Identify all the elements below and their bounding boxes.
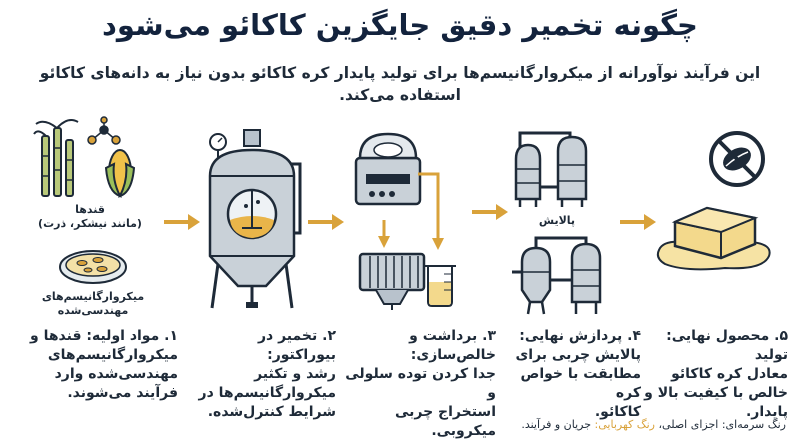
color-legend: رنگ سرمه‌ای: اجزای اصلی، رنگ کهربایی: جر…: [521, 418, 786, 431]
flow-arrow-4: [620, 214, 656, 230]
harvest-flow-lines: [378, 172, 444, 250]
petri-dish-icon: [59, 250, 127, 284]
flow-arrow-2: [308, 214, 344, 230]
filter-press-icon: [358, 252, 426, 310]
flow-arrow-1: [164, 214, 200, 230]
sugarcane-corn-icon: [33, 116, 136, 198]
cocoa-butter-block-icon: [656, 206, 771, 271]
legend-navy-text: رنگ سرمه‌ای: اجزای اصلی،: [658, 418, 786, 431]
no-cocoa-bean-icon: [709, 131, 765, 187]
bioreactor-icon: [208, 129, 302, 309]
distillation-columns-bottom-icon: [512, 236, 602, 315]
sugars-label: قندها (مانند نیشکر، ذرت): [38, 203, 142, 230]
legend-flow-text: جریان و فرآیند.: [521, 418, 592, 431]
microbes-label: میکروارگانیسم‌های مهندسی‌شده: [41, 290, 145, 317]
page-subtitle: این فرآیند نوآورانه از میکروارگانیسم‌ها …: [39, 64, 761, 104]
centrifuge-icon: [354, 132, 422, 206]
distillation-columns-top-icon: [514, 131, 588, 207]
step-3-caption: ۳. برداشت و خالص‌سازی:جدا کردن توده سلول…: [345, 328, 496, 439]
legend-amber-text: رنگ کهربایی:: [594, 418, 655, 431]
flow-arrow-3: [472, 204, 508, 220]
beaker-icon: [424, 265, 456, 307]
purification-label: پالایش: [538, 214, 576, 227]
page-title: چگونه تخمیر دقیق جایگزین کاکائو می‌شود: [102, 8, 698, 42]
